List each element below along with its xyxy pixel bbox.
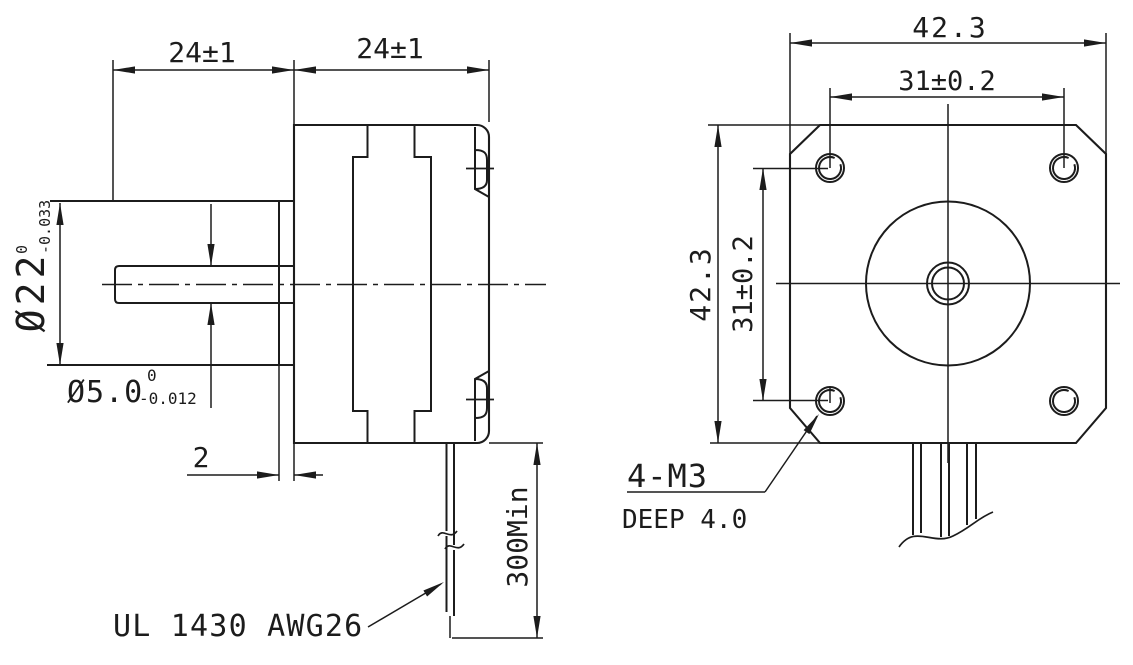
dim-wire-length: [452, 442, 543, 639]
dim-hole-span-h: [829, 88, 1065, 168]
label-front-height: 42.3: [684, 246, 717, 321]
front-face-outline: [788, 123, 1108, 445]
wire-bundle-break: [898, 511, 994, 548]
label-wire-type: UL 1430 AWG26: [113, 609, 363, 644]
shaft-circle: [926, 261, 970, 306]
label-hole-note-1: 4-M3: [627, 457, 708, 495]
label-wire-length: 300Min: [501, 486, 534, 587]
label-shaft-length: 24±1: [168, 36, 235, 69]
wire-break-symbol: [437, 530, 465, 550]
label-shaft-dia: Ø5.0: [67, 375, 143, 410]
mounting-holes: [815, 153, 1079, 416]
hole-note-leader: [627, 414, 819, 493]
dim-boss-dia: [56, 203, 64, 365]
corner-feature-bottom: [474, 370, 490, 441]
label-hole-span-h: 31±0.2: [898, 66, 996, 97]
dim-front-width: [789, 33, 1107, 154]
label-hole-span-v: 31±0.2: [728, 235, 759, 333]
label-front-width: 42.3: [912, 11, 987, 44]
label-shaft-tol-lower: -0.012: [139, 389, 197, 408]
dim-body-depth: [294, 60, 490, 122]
label-hole-note-2: DEEP 4.0: [622, 505, 747, 535]
dim-boss-thickness: [187, 365, 323, 481]
label-boss-tol-upper: 0: [13, 245, 31, 254]
label-boss-tol-lower: -0.033: [36, 200, 54, 254]
label-body-depth: 24±1: [356, 32, 423, 65]
corner-feature-top: [474, 127, 490, 198]
pilot-boss-circle: [865, 200, 1031, 367]
pilot-boss: [47, 200, 294, 366]
lead-wire: [437, 443, 465, 616]
wire-label-leader: [367, 582, 444, 628]
dim-shaft-length: [112, 60, 295, 202]
motor-body-outline: [292, 123, 491, 445]
annotations: 24±1 24±1 Ø22 0 -0.033 Ø5.0 0 -0.012 2 3…: [9, 11, 996, 644]
label-boss-thickness: 2: [193, 441, 210, 474]
shaft-chamfer-circle: [931, 266, 965, 301]
side-view: [47, 60, 546, 639]
front-wires: [898, 443, 994, 548]
dim-hole-span-v: [753, 167, 831, 403]
front-view: [627, 33, 1120, 548]
label-boss-dia: Ø22: [9, 252, 53, 333]
dim-shaft-dia: [207, 204, 215, 408]
label-shaft-tol-upper: 0: [147, 366, 157, 385]
dim-front-height: [708, 124, 822, 444]
